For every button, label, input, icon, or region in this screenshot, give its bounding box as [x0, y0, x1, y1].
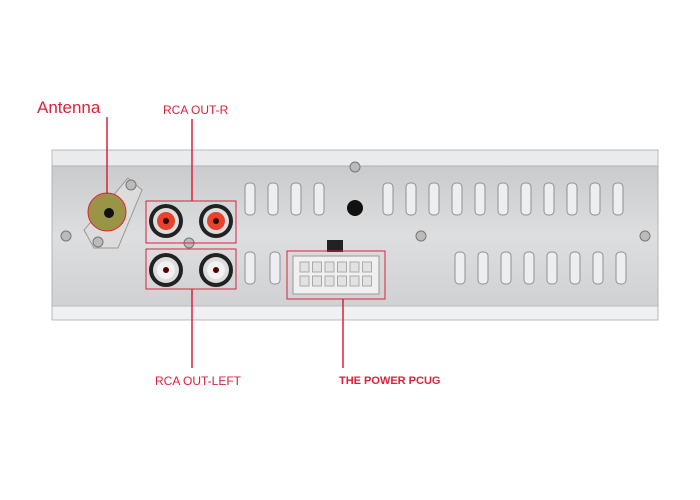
connector-pin: [312, 275, 322, 287]
vent-slot: [589, 182, 601, 216]
vent-slot: [523, 251, 535, 285]
connector-pin: [299, 275, 310, 287]
vent-slot: [454, 251, 466, 285]
connector-pin: [337, 261, 347, 273]
vent-slots: [244, 182, 627, 285]
vent-slot: [269, 251, 281, 285]
vent-slot: [405, 182, 417, 216]
connector-pin: [349, 261, 360, 273]
vent-slot: [615, 251, 627, 285]
vent-slot: [477, 251, 489, 285]
vent-slot: [244, 182, 256, 216]
rca-left-jack: [149, 253, 183, 287]
connector-pin: [362, 275, 372, 287]
vent-slot: [546, 251, 558, 285]
power-plug-label: THE POWER PCUG: [339, 375, 441, 387]
vent-slot: [497, 182, 509, 216]
vent-slot: [267, 182, 279, 216]
vent-slot: [520, 182, 532, 216]
screw-icon: [415, 230, 427, 242]
vent-slot: [451, 182, 463, 216]
connector-pin: [362, 261, 372, 273]
screw-icon: [125, 179, 137, 191]
screw-icon: [349, 161, 361, 173]
rca-out-left-box: [145, 248, 237, 290]
connector-pin: [349, 275, 360, 287]
connector-pins: [299, 261, 372, 287]
screw-icon: [92, 236, 104, 248]
bottom-rail: [51, 305, 659, 321]
connector-pin: [324, 261, 335, 273]
rca-out-left-label: RCA OUT-LEFT: [155, 374, 242, 388]
vent-slot: [566, 182, 578, 216]
vent-slot: [500, 251, 512, 285]
screw-icon: [60, 230, 72, 242]
vent-slot: [244, 251, 256, 285]
vent-slot: [428, 182, 440, 216]
screw-icon: [639, 230, 651, 242]
antenna-pin: [104, 208, 114, 218]
vent-slot: [474, 182, 486, 216]
rca-right-jack: [199, 204, 233, 238]
vent-slot: [612, 182, 624, 216]
connector-pin: [312, 261, 322, 273]
vent-slot: [592, 251, 604, 285]
connector-pin: [324, 275, 335, 287]
connector-pin: [299, 261, 310, 273]
vent-slot: [313, 182, 325, 216]
rca-out-r-box: [145, 200, 237, 244]
power-connector-latch: [327, 240, 343, 252]
rca-right-jack: [149, 204, 183, 238]
power-plug-box: [286, 250, 386, 300]
rca-out-r-label: RCA OUT-R: [163, 103, 229, 117]
rca-left-jack: [199, 253, 233, 287]
connector-pin: [337, 275, 347, 287]
vent-slot: [290, 182, 302, 216]
vent-slot: [569, 251, 581, 285]
vent-slot: [543, 182, 555, 216]
mount-hole: [347, 200, 363, 216]
antenna-label: Antenna: [37, 98, 101, 117]
vent-slot: [382, 182, 394, 216]
